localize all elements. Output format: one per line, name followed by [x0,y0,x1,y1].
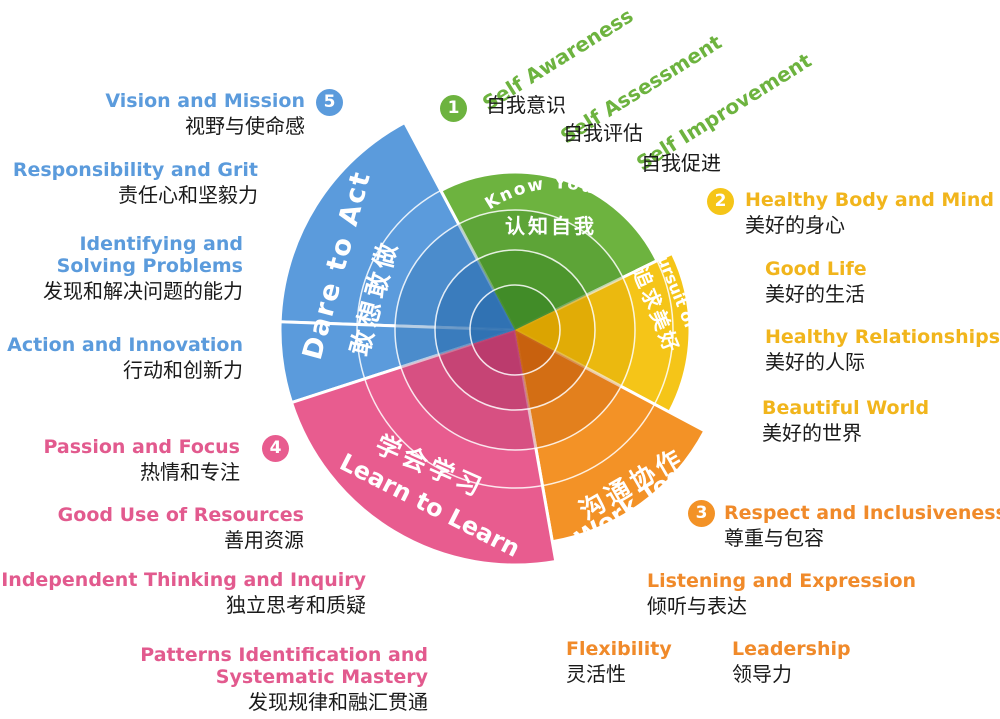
learn-item-2: Good Use of Resources 善用资源 [57,504,304,552]
know-yourself-zh-label: 认知自我 [505,214,597,238]
badge-pursuit-of-good: 2 [707,188,734,215]
dare-item-1: Vision and Mission 视野与使命感 [105,90,305,138]
learn-item-4: Patterns Identification and Systematic M… [140,644,428,714]
badge-learn-to-learn: 4 [262,435,289,462]
badge-work-together: 3 [688,500,715,527]
wedge-core-shade [470,290,515,330]
wedge-core-shade [469,328,515,344]
work-item-3: Flexibility 灵活性 [566,638,672,686]
work-item-2: Listening and Expression 倾听与表达 [647,570,917,618]
badge-know-yourself: 1 [440,95,467,122]
wedge-core-shade [472,330,523,375]
know-item-self-improvement-zh: 自我促进 [641,151,721,175]
wheel-ring [394,209,636,451]
work-item-1: Respect and Inclusiveness 尊重与包容 [724,502,1000,550]
wheel-ring [469,284,561,376]
wheel-ring [434,249,596,411]
wedge-core-shade [493,285,556,330]
good-item-2: Good Life 美好的生活 [765,258,867,306]
dare-item-3: Identifying and Solving Problems 发现和解决问题… [43,233,243,303]
dare-item-4: Action and Innovation 行动和创新力 [7,334,243,382]
wheel-ring [356,171,674,489]
wedge-core-shade [515,310,560,352]
learn-item-3: Independent Thinking and Inquiry 独立思考和质疑 [1,569,366,617]
wheel-rings [356,171,674,489]
dare-item-2: Responsibility and Grit 责任心和坚毅力 [12,159,258,207]
wedge-pursuit-of-good [511,251,692,415]
good-item-1: Healthy Body and Mind 美好的身心 [745,189,994,237]
know-item-self-awareness-zh: 自我意识 [486,93,566,117]
badge-dare-to-act: 5 [316,89,343,116]
know-item-self-assessment-zh: 自我评估 [563,121,643,145]
work-item-4: Leadership 领导力 [732,638,851,686]
good-item-4: Beautiful World 美好的世界 [762,397,930,445]
learn-item-1: Passion and Focus 热情和专注 [43,436,241,484]
good-item-3: Healthy Relationships 美好的人际 [765,326,1000,374]
